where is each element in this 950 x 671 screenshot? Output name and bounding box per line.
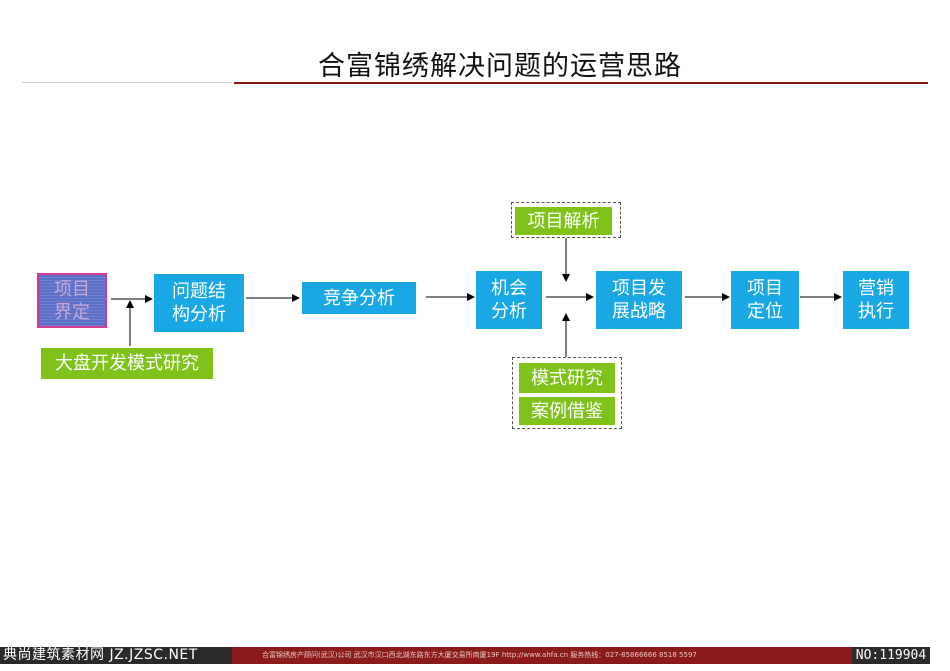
- node-positioning: 项目 定位: [731, 271, 799, 329]
- node-project-analysis: 项目解析: [515, 207, 612, 235]
- footer-number: NO:119904: [852, 647, 930, 664]
- node-model-research: 模式研究: [519, 363, 615, 393]
- node-problem-structure: 问题结 构分析: [154, 274, 244, 332]
- node-opportunity: 机会 分析: [476, 271, 542, 329]
- node-competition: 竞争分析: [302, 282, 416, 314]
- node-marketing: 营销 执行: [843, 271, 909, 329]
- title-rule-left: [22, 82, 232, 83]
- footer-bar: 典尚建筑素材网 JZ.JZSC.NET 合富锦绣房产顾问(武汉)公司 武汉市汉口…: [0, 647, 950, 664]
- node-project-definition: 项目 界定: [37, 273, 107, 328]
- node-case-study: 案例借鉴: [519, 397, 615, 425]
- research-group: [512, 357, 622, 429]
- project-analysis-group: [511, 202, 621, 238]
- node-large-scale-research: 大盘开发模式研究: [41, 348, 213, 379]
- page-title: 合富锦绣解决问题的运营思路: [318, 51, 682, 82]
- footer-contact-text: 合富锦绣房产顾问(武汉)公司 武汉市汉口西北湖东路东方大厦交易所商厦19F ht…: [232, 647, 852, 664]
- node-strategy: 项目发 展战略: [596, 271, 682, 329]
- title-rule-right: [234, 82, 928, 84]
- footer-site-label: 典尚建筑素材网 JZ.JZSC.NET: [0, 647, 232, 664]
